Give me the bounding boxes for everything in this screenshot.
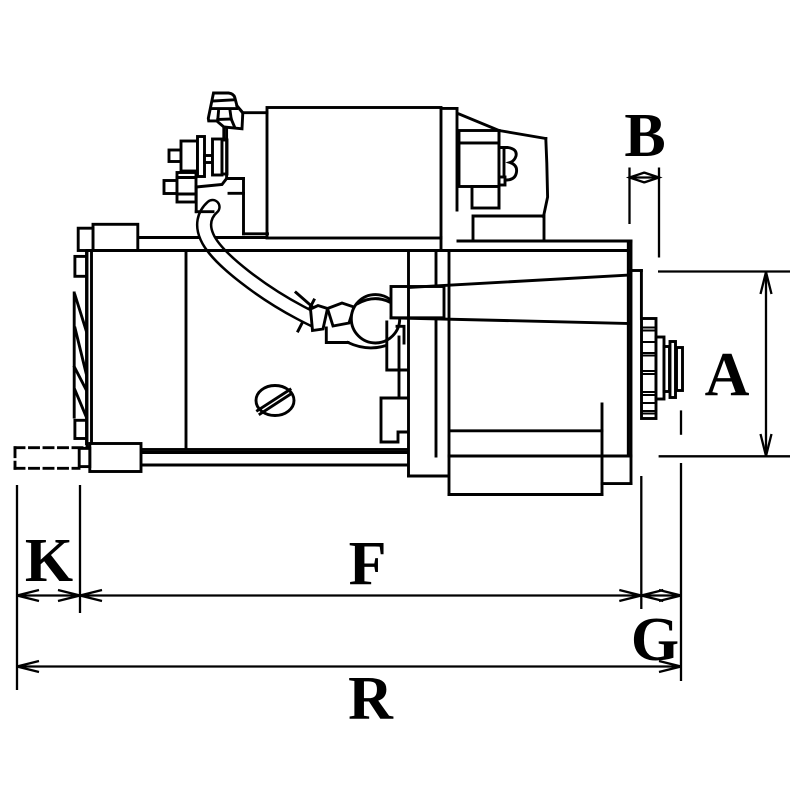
screw-head-icon [254,384,296,417]
field-cable [195,198,324,329]
label-g: G [631,606,679,674]
drive-end-housing [85,239,633,496]
dimension-b [625,167,663,258]
drawing-lines [13,91,684,496]
label-b: B [624,102,665,170]
dimension-g [641,410,683,681]
solenoid [265,106,459,252]
pinion-gear [629,269,658,420]
dimension-a [658,270,790,458]
end-cap [72,249,93,445]
label-a: A [705,341,750,409]
dimension-labels: B A K F G R [25,102,750,733]
label-r: R [348,665,394,733]
dimension-r [16,659,682,674]
shaft-end [654,335,684,401]
terminal-cap [206,91,269,141]
shift-lever-linkage [308,293,410,444]
terminal-bracket [194,137,269,236]
solenoid-end-bracket [457,112,550,243]
label-k: K [25,527,73,595]
hidden-stud-dashed [13,446,90,470]
label-f: F [349,530,387,598]
dimensions [15,167,790,690]
